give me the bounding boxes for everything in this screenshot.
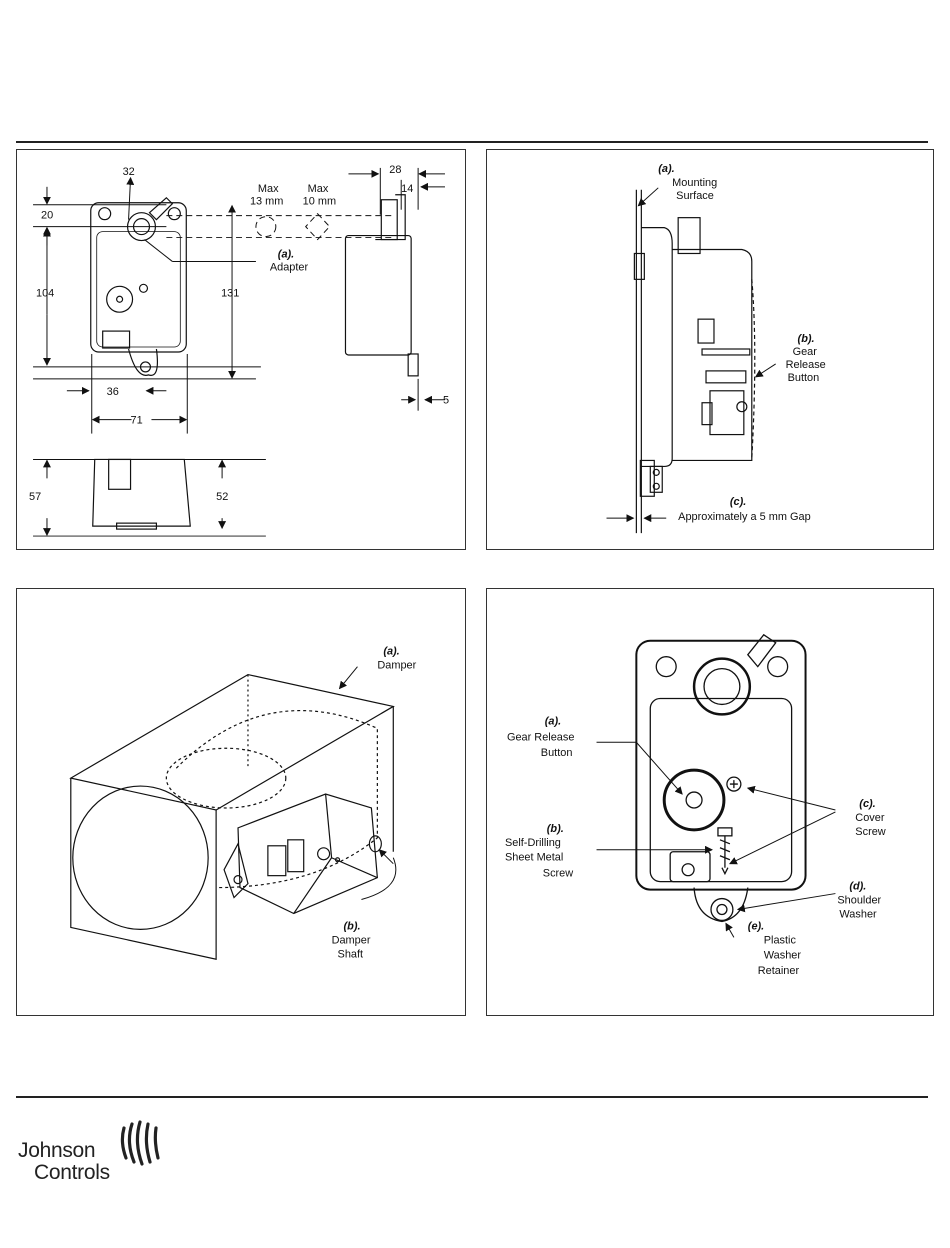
shoulder-washer-line2: Washer bbox=[839, 908, 877, 920]
actuator-side-profile bbox=[633, 189, 756, 534]
johnson-controls-emblem-icon bbox=[120, 1120, 160, 1166]
mounting-surface-line2: Surface bbox=[676, 190, 714, 202]
dim-20: 20 bbox=[41, 210, 53, 222]
mounting-side-drawing: (a). Mounting Surface (b). Gear Release … bbox=[606, 163, 826, 534]
actuator-top-view bbox=[92, 458, 191, 530]
cover-screw-tag: (c). bbox=[859, 798, 875, 810]
washer-retainer-line2: Washer bbox=[764, 949, 802, 961]
damper-shaft-tag: (b). bbox=[344, 920, 361, 932]
self-drilling-screw-line3: Screw bbox=[543, 868, 573, 880]
dimensions-drawing: 32 20 104 131 36 71 28 14 5 57 52 Max 13… bbox=[29, 164, 449, 537]
max-value-2: 10 mm bbox=[303, 196, 336, 208]
dim-131: 131 bbox=[221, 287, 239, 299]
damper-label: Damper bbox=[377, 660, 416, 672]
dim-71: 71 bbox=[131, 415, 143, 427]
johnson-controls-logo: Johnson Controls bbox=[18, 1118, 178, 1190]
dimensions-figure: 32 20 104 131 36 71 28 14 5 57 52 Max 13… bbox=[16, 149, 466, 550]
washer-retainer-line1: Plastic bbox=[764, 934, 797, 946]
adapter-tag: (a). bbox=[278, 248, 294, 260]
damper-tag: (a). bbox=[383, 646, 399, 658]
brand-name-line1: Johnson bbox=[18, 1139, 96, 1162]
dim-5: 5 bbox=[443, 395, 449, 407]
dim-104: 104 bbox=[36, 287, 54, 299]
washer-retainer-line3: Retainer bbox=[758, 965, 800, 977]
gap-tag: (c). bbox=[730, 496, 746, 508]
cover-screw-line2: Screw bbox=[855, 826, 885, 838]
gear-release-line2: Release bbox=[786, 359, 826, 371]
brand-name-line2: Controls bbox=[34, 1161, 110, 1184]
cover-screw-line1: Cover bbox=[855, 812, 885, 824]
max-label-1: Max bbox=[258, 183, 279, 195]
dim-14: 14 bbox=[401, 183, 413, 195]
self-drilling-screw-tag: (b). bbox=[547, 823, 564, 835]
mounting-surface-tag: (a). bbox=[658, 163, 674, 175]
shoulder-washer-tag: (d). bbox=[849, 881, 866, 893]
damper-shaft-line2: Shaft bbox=[338, 948, 364, 960]
actuator-side-view bbox=[344, 194, 419, 377]
dim-28: 28 bbox=[389, 164, 401, 176]
gear-release-line1: Gear bbox=[793, 346, 818, 358]
header-rule bbox=[16, 141, 928, 143]
dim-52: 52 bbox=[216, 491, 228, 503]
damper-box bbox=[69, 673, 395, 961]
washer-retainer-tag: (e). bbox=[748, 920, 764, 932]
self-drilling-screw-line1: Self-Drilling bbox=[505, 837, 561, 849]
adapter-label: Adapter bbox=[270, 261, 309, 273]
actuator-front-figure: (a). Gear Release Button (b). Self-Drill… bbox=[486, 588, 934, 1016]
dim-57: 57 bbox=[29, 491, 41, 503]
gear-release-line3: Button bbox=[788, 372, 820, 384]
gear-release-button-tag: (a). bbox=[545, 715, 561, 727]
self-drilling-screw-line2: Sheet Metal bbox=[505, 852, 563, 864]
gear-release-tag: (b). bbox=[798, 333, 815, 345]
damper-drawing: (a). Damper (b). Damper Shaft bbox=[69, 646, 417, 961]
damper-figure: (a). Damper (b). Damper Shaft bbox=[16, 588, 466, 1016]
footer-rule bbox=[16, 1096, 928, 1098]
gap-label: Approximately a 5 mm Gap bbox=[678, 511, 811, 523]
mounting-surface-line1: Mounting bbox=[672, 177, 717, 189]
max-label-2: Max bbox=[308, 183, 329, 195]
actuator-front-body bbox=[635, 633, 807, 923]
damper-shaft-line1: Damper bbox=[332, 934, 371, 946]
gear-release-button-line1: Gear Release bbox=[507, 731, 574, 743]
mounting-side-figure: (a). Mounting Surface (b). Gear Release … bbox=[486, 149, 934, 550]
dim-36: 36 bbox=[107, 386, 119, 398]
actuator-front-view bbox=[90, 196, 187, 376]
shoulder-washer-line1: Shoulder bbox=[837, 895, 881, 907]
gear-release-button-line2: Button bbox=[541, 747, 573, 759]
dim-32: 32 bbox=[123, 166, 135, 178]
max-value-1: 13 mm bbox=[250, 196, 283, 208]
damper-actuator bbox=[223, 793, 382, 915]
actuator-front-drawing: (a). Gear Release Button (b). Self-Drill… bbox=[505, 633, 886, 977]
